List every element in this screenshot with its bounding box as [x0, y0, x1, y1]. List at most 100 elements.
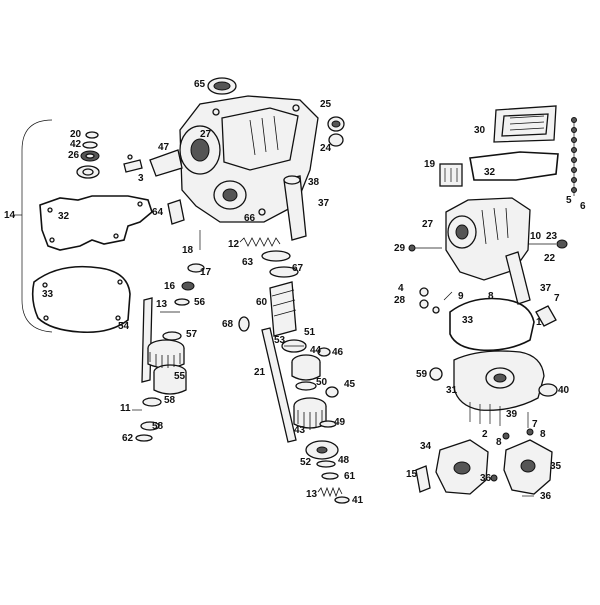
- label-25: 25: [320, 99, 332, 110]
- part-57-washer: [162, 331, 182, 341]
- group-14-bracket: [21, 119, 53, 333]
- part-49-washer: [319, 420, 337, 428]
- label-55: 55: [174, 371, 186, 382]
- part-23-nut: [556, 239, 568, 249]
- label-58-b: 58: [152, 421, 164, 432]
- label-7-b: 7: [532, 419, 538, 430]
- part-33-gasket-left: [31, 265, 131, 334]
- part-13-spring-b: [317, 486, 343, 498]
- label-39: 39: [506, 409, 518, 420]
- label-36-a: 36: [480, 473, 492, 484]
- part-46-washer: [317, 347, 331, 357]
- label-32-right: 32: [484, 167, 496, 178]
- label-65: 65: [194, 79, 206, 90]
- label-29: 29: [394, 243, 406, 254]
- part-36-screw-a: [490, 474, 498, 482]
- part-43-gear: [293, 397, 327, 430]
- part-37-shaft-right: [505, 251, 531, 305]
- label-42: 42: [70, 139, 82, 150]
- label-66: 66: [244, 213, 256, 224]
- label-24: 24: [320, 143, 332, 154]
- label-27-right: 27: [422, 219, 434, 230]
- label-28: 28: [394, 295, 406, 306]
- label-57: 57: [186, 329, 198, 340]
- part-24-bush: [328, 133, 344, 147]
- part-26-seal-inner: [85, 153, 95, 159]
- label-43: 43: [294, 425, 306, 436]
- part-30-top-cover: [493, 105, 557, 143]
- label-8-c: 8: [540, 429, 546, 440]
- part-39-2-screws: [469, 402, 501, 426]
- part-58-washer-b: [140, 421, 160, 431]
- label-3: 3: [138, 173, 144, 184]
- label-44: 44: [310, 345, 322, 356]
- part-61-ring: [321, 472, 339, 480]
- part-40-bearing: [538, 383, 558, 397]
- label-52: 52: [300, 457, 312, 468]
- label-40: 40: [558, 385, 570, 396]
- label-8-b: 8: [496, 437, 502, 448]
- part-33-gasket-right: [449, 297, 535, 352]
- label-58-a: 58: [164, 395, 176, 406]
- part-45-bush: [325, 386, 339, 398]
- label-32-left: 32: [58, 211, 70, 222]
- label-46: 46: [332, 347, 344, 358]
- part-64-lever: [167, 199, 185, 225]
- label-34: 34: [420, 441, 432, 452]
- label-37-right: 37: [540, 283, 552, 294]
- seal-ring-inner: [82, 168, 94, 176]
- part-32-gasket-left: [39, 195, 153, 251]
- label-18: 18: [182, 245, 194, 256]
- label-54: 54: [118, 321, 130, 332]
- label-9: 9: [458, 291, 464, 302]
- label-50: 50: [316, 377, 328, 388]
- label-56: 56: [194, 297, 206, 308]
- part-12-spring: [239, 237, 281, 247]
- label-51: 51: [304, 327, 316, 338]
- part-56-washer: [174, 298, 190, 306]
- label-8-a: 8: [488, 291, 494, 302]
- label-11: 11: [120, 403, 131, 414]
- label-10: 10: [530, 231, 542, 242]
- part-21-countershaft: [261, 327, 297, 443]
- gearbox-housing-left: [179, 95, 319, 223]
- label-64: 64: [152, 207, 164, 218]
- part-5-6-bolts: [571, 117, 577, 196]
- part-68-bush: [238, 316, 250, 332]
- part-15-sleeve: [415, 465, 431, 493]
- label-15: 15: [406, 469, 418, 480]
- label-13-b: 13: [306, 489, 318, 500]
- part-42-ring: [82, 141, 98, 149]
- part-67-washer: [269, 266, 299, 278]
- label-6: 6: [580, 201, 586, 212]
- label-31: 31: [446, 385, 458, 396]
- label-17: 17: [200, 267, 212, 278]
- label-60: 60: [256, 297, 268, 308]
- part-55-gear-stack: [147, 339, 187, 395]
- part-59-plug: [429, 367, 443, 381]
- part-44-gear: [291, 354, 321, 381]
- label-49: 49: [334, 417, 346, 428]
- part-50-washer: [295, 381, 317, 391]
- label-63: 63: [242, 257, 254, 268]
- label-30: 30: [474, 125, 486, 136]
- label-67: 67: [292, 263, 304, 274]
- part-41-clip: [334, 496, 350, 504]
- part-63-washer: [261, 250, 291, 262]
- part-19-screws: [439, 163, 463, 187]
- label-53: 53: [274, 335, 286, 346]
- label-12: 12: [228, 239, 240, 250]
- part-20-ring: [85, 131, 99, 139]
- label-41: 41: [352, 495, 364, 506]
- label-27-left: 27: [200, 129, 212, 140]
- label-5: 5: [566, 195, 572, 206]
- label-35: 35: [550, 461, 562, 472]
- label-14: 14: [4, 210, 16, 221]
- label-33-right: 33: [462, 315, 474, 326]
- part-31-side-cover: [453, 350, 545, 411]
- label-61: 61: [344, 471, 356, 482]
- part-53-gear: [281, 339, 307, 353]
- label-38: 38: [308, 177, 320, 188]
- part-60-gear: [269, 281, 297, 337]
